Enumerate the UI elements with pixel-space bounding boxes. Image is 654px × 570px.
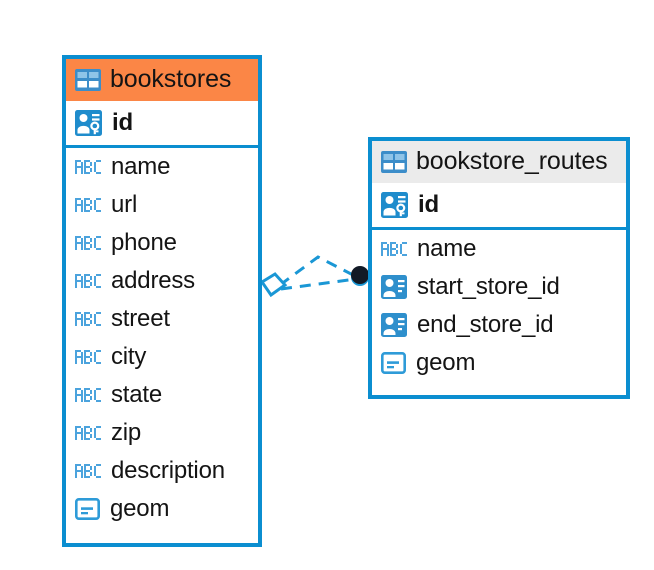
field-label-bookstores-id: id xyxy=(112,109,133,136)
relationship-line-upper xyxy=(279,255,358,287)
field-row-city[interactable]: city xyxy=(66,338,258,376)
abc-icon xyxy=(75,198,101,212)
field-label-routes-name: name xyxy=(417,235,477,262)
abc-icon xyxy=(75,426,101,440)
field-row-name[interactable]: name xyxy=(66,148,258,186)
field-label-routes-id: id xyxy=(418,191,439,218)
field-row-geom[interactable]: geom xyxy=(66,490,258,528)
entity-title-bookstores: bookstores xyxy=(110,65,232,93)
field-row-description[interactable]: description xyxy=(66,452,258,490)
foreign-key-icon xyxy=(381,275,407,299)
field-label-end-store-id: end_store_id xyxy=(417,311,554,338)
field-row-end-store-id[interactable]: end_store_id xyxy=(372,306,626,344)
entity-table-bookstores[interactable]: bookstores id xyxy=(62,55,262,547)
field-label-geom: geom xyxy=(110,495,170,522)
entity-header-bookstore-routes[interactable]: bookstore_routes xyxy=(372,141,626,183)
field-label-phone: phone xyxy=(111,229,177,256)
field-row-address[interactable]: address xyxy=(66,262,258,300)
foreign-key-icon xyxy=(381,313,407,337)
primary-key-icon xyxy=(381,192,408,218)
field-row-routes-geom[interactable]: geom xyxy=(372,344,626,382)
filled-circle-marker-icon xyxy=(351,266,369,284)
polygon-marker-icon xyxy=(259,272,288,298)
primary-key-divider xyxy=(372,227,626,230)
primary-key-icon xyxy=(75,110,102,136)
field-label-address: address xyxy=(111,267,195,294)
field-label-start-store-id: start_store_id xyxy=(417,273,560,300)
field-row-bookstores-id[interactable]: id xyxy=(66,101,258,145)
field-row-routes-id[interactable]: id xyxy=(372,183,626,227)
relationship-connector[interactable] xyxy=(258,240,376,312)
geometry-icon xyxy=(75,498,100,520)
field-row-zip[interactable]: zip xyxy=(66,414,258,452)
field-label-state: state xyxy=(111,381,163,408)
table-icon xyxy=(75,68,101,91)
geometry-icon xyxy=(381,352,406,374)
abc-icon xyxy=(75,350,101,364)
table-icon xyxy=(381,150,407,173)
entity-title-bookstore-routes: bookstore_routes xyxy=(416,147,608,175)
field-row-state[interactable]: state xyxy=(66,376,258,414)
field-row-phone[interactable]: phone xyxy=(66,224,258,262)
abc-icon xyxy=(381,242,407,256)
field-list-bookstore-routes: name start_store_id xyxy=(372,230,626,382)
field-label-routes-geom: geom xyxy=(416,349,476,376)
field-row-street[interactable]: street xyxy=(66,300,258,338)
field-list-bookstores: name url xyxy=(66,148,258,528)
abc-icon xyxy=(75,274,101,288)
abc-icon xyxy=(75,388,101,402)
abc-icon xyxy=(75,160,101,174)
abc-icon xyxy=(75,312,101,326)
field-label-zip: zip xyxy=(111,419,142,446)
field-row-routes-name[interactable]: name xyxy=(372,230,626,268)
field-label-url: url xyxy=(111,191,138,218)
field-label-name: name xyxy=(111,153,171,180)
abc-icon xyxy=(75,236,101,250)
field-label-city: city xyxy=(111,343,147,370)
field-label-description: description xyxy=(111,457,225,484)
relationship-line-lower xyxy=(280,277,357,291)
field-row-url[interactable]: url xyxy=(66,186,258,224)
entity-header-bookstores[interactable]: bookstores xyxy=(66,59,258,101)
abc-icon xyxy=(75,464,101,478)
field-row-start-store-id[interactable]: start_store_id xyxy=(372,268,626,306)
primary-key-divider xyxy=(66,145,258,148)
field-label-street: street xyxy=(111,305,170,332)
entity-table-bookstore-routes[interactable]: bookstore_routes id xyxy=(368,137,630,399)
